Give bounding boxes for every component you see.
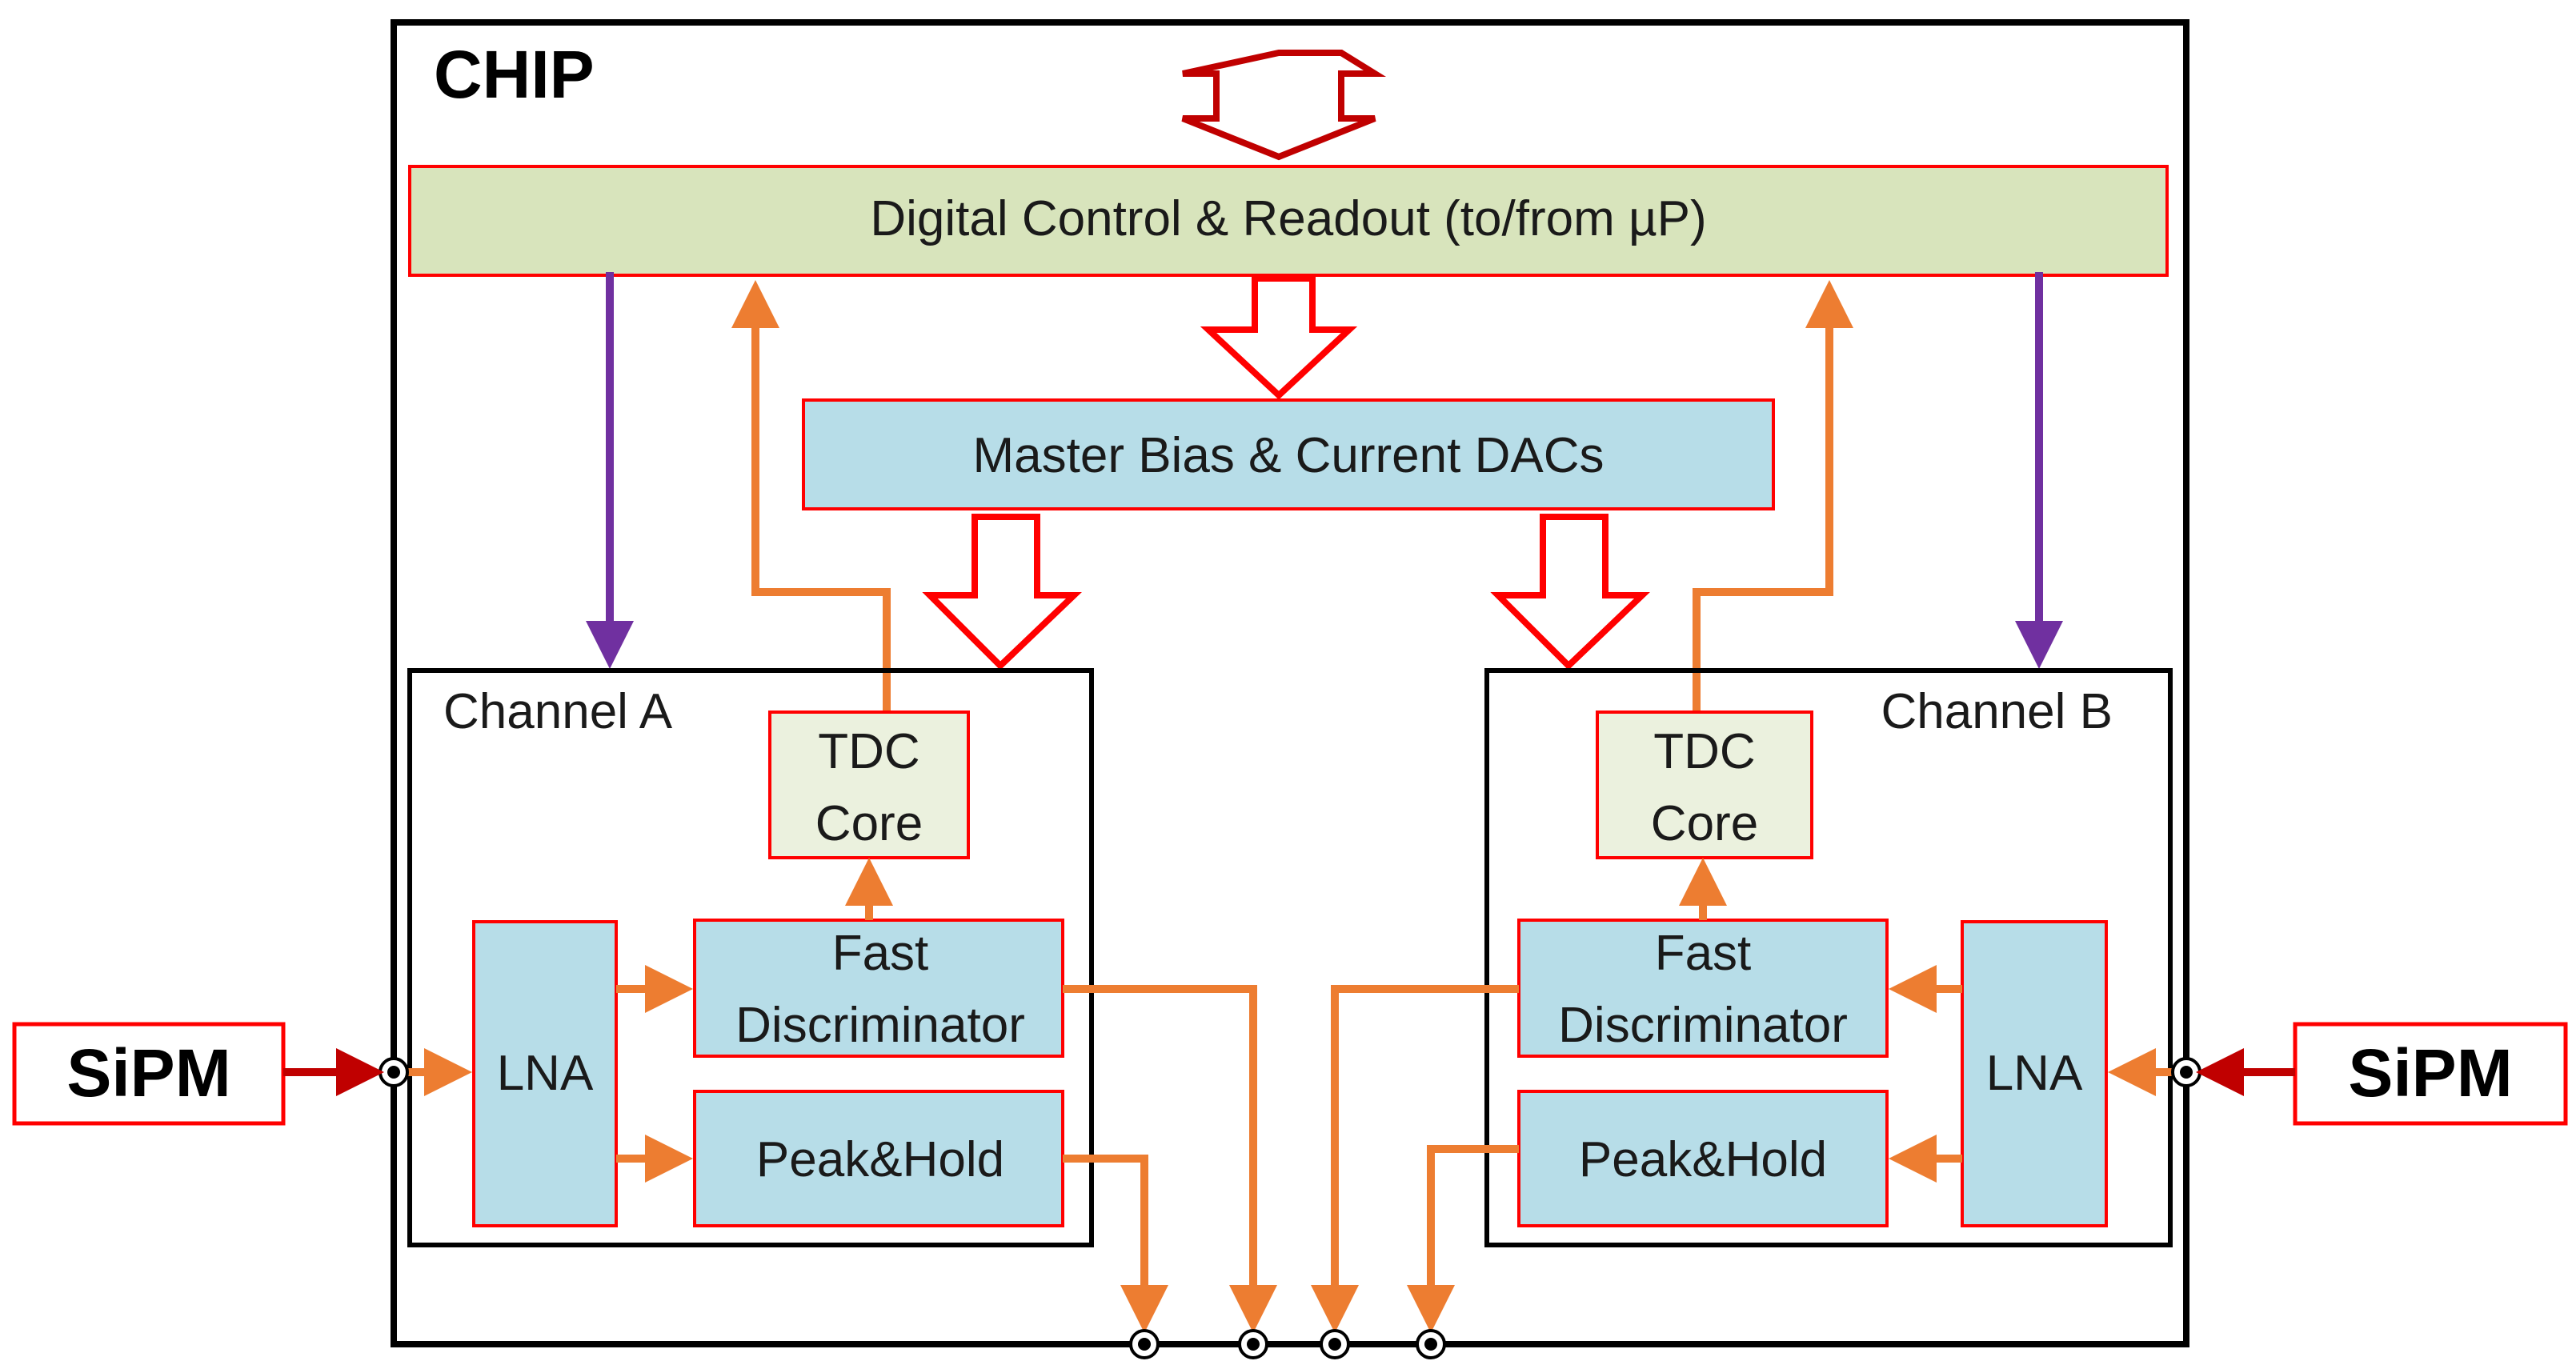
channel-a-box — [407, 668, 1094, 1247]
channel-a-tdc-line2: Core — [815, 796, 923, 851]
channel-b-fast-line1: Fast — [1655, 926, 1752, 981]
top-double-arrow — [1181, 50, 1387, 161]
channel-a-fast-line2: Discriminator — [735, 998, 1025, 1053]
channel-a-lna-label: LNA — [497, 1046, 594, 1101]
channel-a-peak-label: Peak&Hold — [756, 1132, 1004, 1187]
channel-b-peak-label: Peak&Hold — [1579, 1132, 1827, 1187]
chip-boundary — [391, 19, 2189, 1347]
channel-b-tdc-line1: TDC — [1653, 724, 1755, 779]
digital-control-label: Digital Control & Readout (to/from µP) — [870, 191, 1706, 246]
sipm-right-box — [2293, 1022, 2568, 1126]
chip-title: CHIP — [434, 37, 595, 112]
master-bias-block — [802, 398, 1775, 510]
input-pin-channel-b — [2171, 1057, 2201, 1087]
channel-b-peak-hold — [1517, 1090, 1889, 1227]
sipm-left-box — [12, 1022, 286, 1126]
channel-a-peak-hold — [693, 1090, 1064, 1227]
channel-b-title: Channel B — [1881, 684, 2113, 739]
channel-b-lna — [1961, 920, 2108, 1227]
channel-a-tdc-core — [768, 711, 970, 859]
channel-a-title: Channel A — [443, 684, 673, 739]
fast-a-output-path — [1063, 985, 1277, 1333]
output-pin-fast-b — [1320, 1329, 1350, 1359]
channel-a-tdc-line1: TDC — [818, 724, 919, 779]
channel-b-tdc-line2: Core — [1651, 796, 1758, 851]
bias-to-channel-a-arrow — [922, 514, 1082, 670]
channel-a-fast-discriminator — [693, 919, 1064, 1058]
channel-b-fast-line2: Discriminator — [1558, 998, 1848, 1053]
sipm-right-label: SiPM — [2348, 1035, 2512, 1111]
output-pin-peak-b — [1416, 1329, 1446, 1359]
channel-a-lna — [472, 920, 618, 1227]
bias-to-channel-b-arrow — [1490, 514, 1650, 670]
channel-b-lna-label: LNA — [1986, 1046, 2083, 1101]
output-pin-peak-a — [1129, 1329, 1160, 1359]
tdc-b-readout-path — [1693, 280, 1853, 714]
input-pin-channel-a — [379, 1057, 409, 1087]
fast-b-output-path — [1311, 985, 1519, 1333]
sipm-left-label: SiPM — [66, 1035, 230, 1111]
channel-b-fast-discriminator — [1517, 919, 1889, 1058]
output-pin-fast-a — [1238, 1329, 1268, 1359]
channel-a-fast-line1: Fast — [832, 926, 929, 981]
peak-a-output-path — [1063, 1155, 1168, 1333]
digital-to-bias-arrow — [1200, 275, 1358, 400]
master-bias-label: Master Bias & Current DACs — [973, 428, 1604, 483]
channel-b-tdc-core — [1596, 711, 1813, 859]
channel-b-box — [1484, 668, 2173, 1247]
tdc-a-readout-path — [731, 280, 891, 714]
peak-b-output-path — [1407, 1145, 1519, 1333]
